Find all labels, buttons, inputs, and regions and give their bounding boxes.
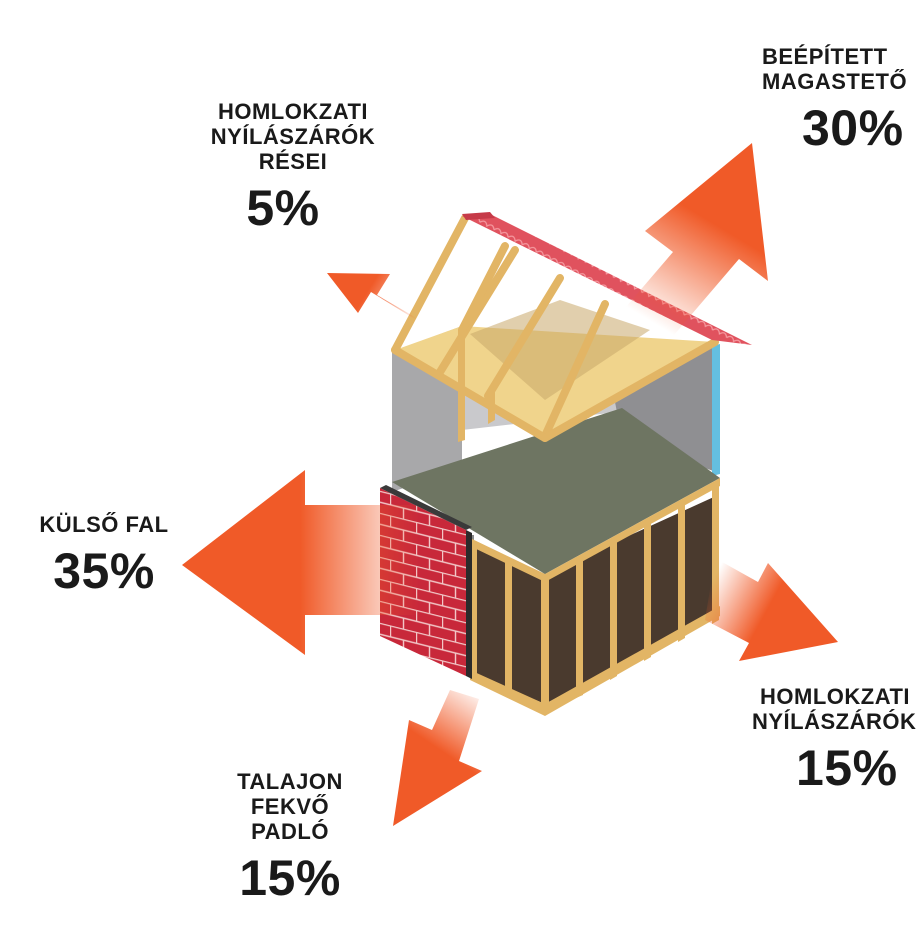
roof-ridge <box>462 212 495 220</box>
roof-arrow <box>602 143 768 342</box>
label-window-gaps-percent: 5% <box>246 180 320 236</box>
floor-slab <box>392 408 720 574</box>
gable-posts <box>458 330 495 442</box>
timber-frame-wall <box>470 480 720 716</box>
label-outer-wall-line-1: KÜLSŐ FAL <box>39 512 169 537</box>
label-window-gaps-line-1: HOMLOKZATI <box>217 99 368 124</box>
label-windows-line-2: NYÍLÁSZÁRÓK <box>752 709 917 734</box>
label-floor: TALAJON FEKVŐ PADLÓ 15% <box>200 769 380 906</box>
label-floor-line-3: PADLÓ <box>251 819 329 844</box>
label-floor-line-1: TALAJON <box>237 769 343 794</box>
windows-arrow <box>705 558 838 661</box>
label-window-gaps: HOMLOKZATI NYÍLÁSZÁRÓK RÉSEI 5% <box>180 99 406 236</box>
outer-wall-arrow <box>182 470 420 655</box>
label-roof: BEÉPÍTETT MAGASTETŐ 30% <box>762 44 907 156</box>
label-roof-line-2: MAGASTETŐ <box>762 69 908 94</box>
floor-slab-front-edge <box>470 538 545 582</box>
label-window-gaps-line-3: RÉSEI <box>258 149 328 174</box>
label-windows-line-1: HOMLOKZATI <box>760 684 911 709</box>
label-roof-line-1: BEÉPÍTETT <box>762 44 888 69</box>
window-gaps-arrow <box>327 273 420 320</box>
label-window-gaps-line-2: NYÍLÁSZÁRÓK <box>210 124 376 149</box>
floor-arrow <box>393 690 482 826</box>
brick-wall-top <box>380 485 472 530</box>
brick-wall-side <box>466 530 472 679</box>
label-windows-percent: 15% <box>796 740 898 796</box>
label-floor-line-2: FEKVŐ <box>250 794 330 819</box>
label-outer-wall-percent: 35% <box>53 543 155 599</box>
lower-interior <box>470 496 716 704</box>
roof-rafters <box>391 214 719 442</box>
right-wall-edge <box>712 344 720 476</box>
attic-ceiling-shadow <box>470 300 650 400</box>
label-windows: HOMLOKZATI NYÍLÁSZÁRÓK 15% <box>752 684 916 796</box>
label-outer-wall: KÜLSŐ FAL 35% <box>14 512 194 599</box>
label-roof-percent: 30% <box>802 100 904 156</box>
floor-slab-edge <box>545 478 720 582</box>
label-floor-percent: 15% <box>239 850 341 906</box>
